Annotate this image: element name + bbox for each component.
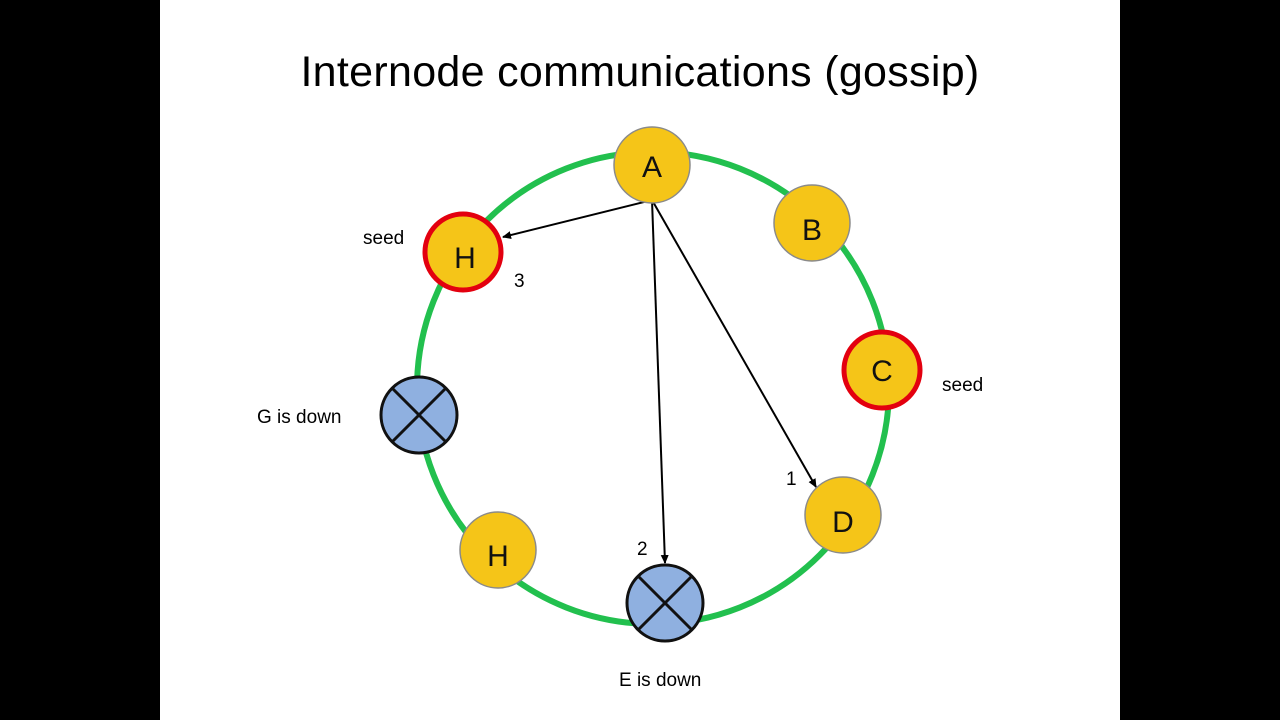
slide: Internode communications (gossip) A B C (160, 0, 1120, 720)
gossip-diagram: A B C D H (257, 126, 983, 691)
node-d-label: D (832, 506, 854, 539)
node-a-label: A (642, 151, 662, 184)
node-h-seed[interactable]: H (422, 211, 504, 293)
arrow-order-2: 2 (637, 539, 648, 560)
node-e-down[interactable] (625, 563, 705, 643)
node-a[interactable]: A (613, 126, 691, 204)
node-h-seed-label: H (454, 242, 476, 275)
e-down-label: E is down (619, 670, 701, 691)
node-c-label: C (871, 355, 893, 388)
seed-label-c: seed (942, 375, 983, 396)
arrow-a-to-e (651, 199, 669, 564)
slide-title: Internode communications (gossip) (300, 48, 980, 96)
node-d[interactable]: D (804, 476, 882, 554)
node-b-label: B (802, 214, 822, 247)
node-h-lower-label: H (487, 540, 509, 573)
node-g-down[interactable] (379, 375, 459, 455)
arrow-order-3: 3 (514, 271, 525, 292)
node-h-lower[interactable]: H (459, 511, 537, 589)
arrow-order-1: 1 (786, 469, 797, 490)
seed-label-h: seed (363, 228, 404, 249)
node-b[interactable]: B (773, 184, 851, 262)
arrow-a-to-h (502, 199, 653, 239)
arrow-a-to-d (651, 199, 817, 488)
g-down-label: G is down (257, 407, 341, 428)
node-c-seed[interactable]: C (841, 329, 923, 411)
